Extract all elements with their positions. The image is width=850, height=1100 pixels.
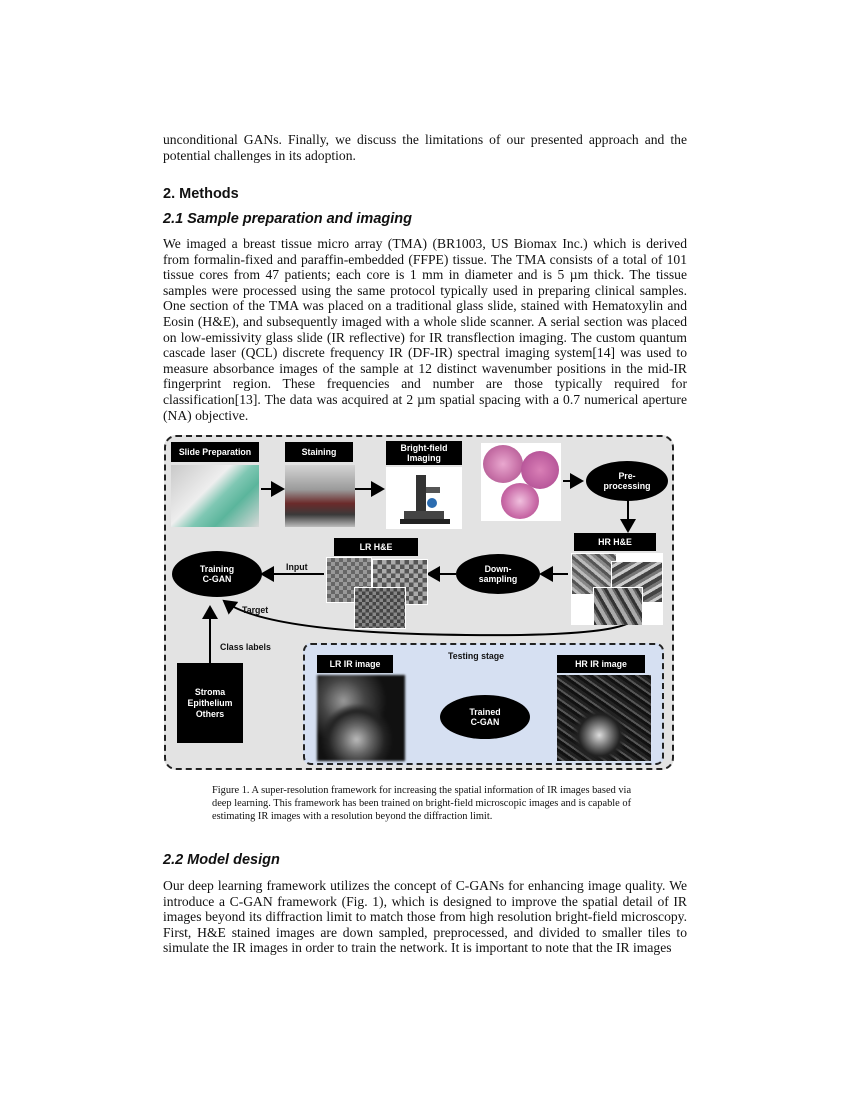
testing-stage-label: Testing stage [448, 651, 505, 661]
lr-he-tiles [326, 557, 428, 629]
paragraph-sample-prep: We imaged a breast tissue micro array (T… [163, 236, 687, 423]
microscope-photo [386, 467, 462, 529]
brightfield-imaging-label: Bright-field Imaging [386, 441, 462, 465]
hr-he-tiles [571, 553, 663, 625]
class-labels-box: Stroma Epithelium Others [177, 663, 243, 743]
class-labels-label: Class labels [220, 642, 271, 652]
lr-ir-label: LR IR image [317, 655, 393, 673]
tissue-cores-image [481, 443, 561, 521]
hr-ir-label: HR IR image [557, 655, 645, 673]
figure-caption: Figure 1. A super-resolution framework f… [212, 785, 632, 822]
figure-framework: Slide Preparation Staining Bright-field … [164, 435, 674, 770]
class-stroma: Stroma [194, 686, 226, 697]
class-others: Others [195, 708, 225, 719]
paragraph-model-design: Our deep learning framework utilizes the… [163, 878, 687, 956]
lr-he-label: LR H&E [334, 538, 418, 556]
class-epithelium: Epithelium [187, 697, 233, 708]
subsection-heading-sample-prep: 2.1 Sample preparation and imaging [163, 211, 412, 227]
microscope-icon [400, 475, 450, 524]
staining-photo [285, 465, 355, 527]
paragraph-intro-end: unconditional GANs. Finally, we discuss … [163, 132, 687, 163]
slide-preparation-photo [171, 465, 259, 527]
testing-stage-panel: Testing stage LR IR image Trained C-GAN … [303, 643, 664, 765]
lr-ir-image [317, 675, 405, 761]
input-label: Input [286, 562, 308, 572]
trained-cgan-node: Trained C-GAN [440, 695, 530, 739]
downsampling-node: Down- sampling [456, 554, 540, 594]
subsection-heading-model-design: 2.2 Model design [163, 852, 280, 868]
target-label: Target [242, 605, 269, 615]
hr-he-label: HR H&E [574, 533, 656, 551]
slide-preparation-label: Slide Preparation [171, 442, 259, 462]
hr-ir-image [557, 675, 651, 761]
staining-label: Staining [285, 442, 353, 462]
preprocessing-node: Pre- processing [586, 461, 668, 501]
training-cgan-node: Training C-GAN [172, 551, 262, 597]
section-heading-methods: 2. Methods [163, 186, 239, 202]
